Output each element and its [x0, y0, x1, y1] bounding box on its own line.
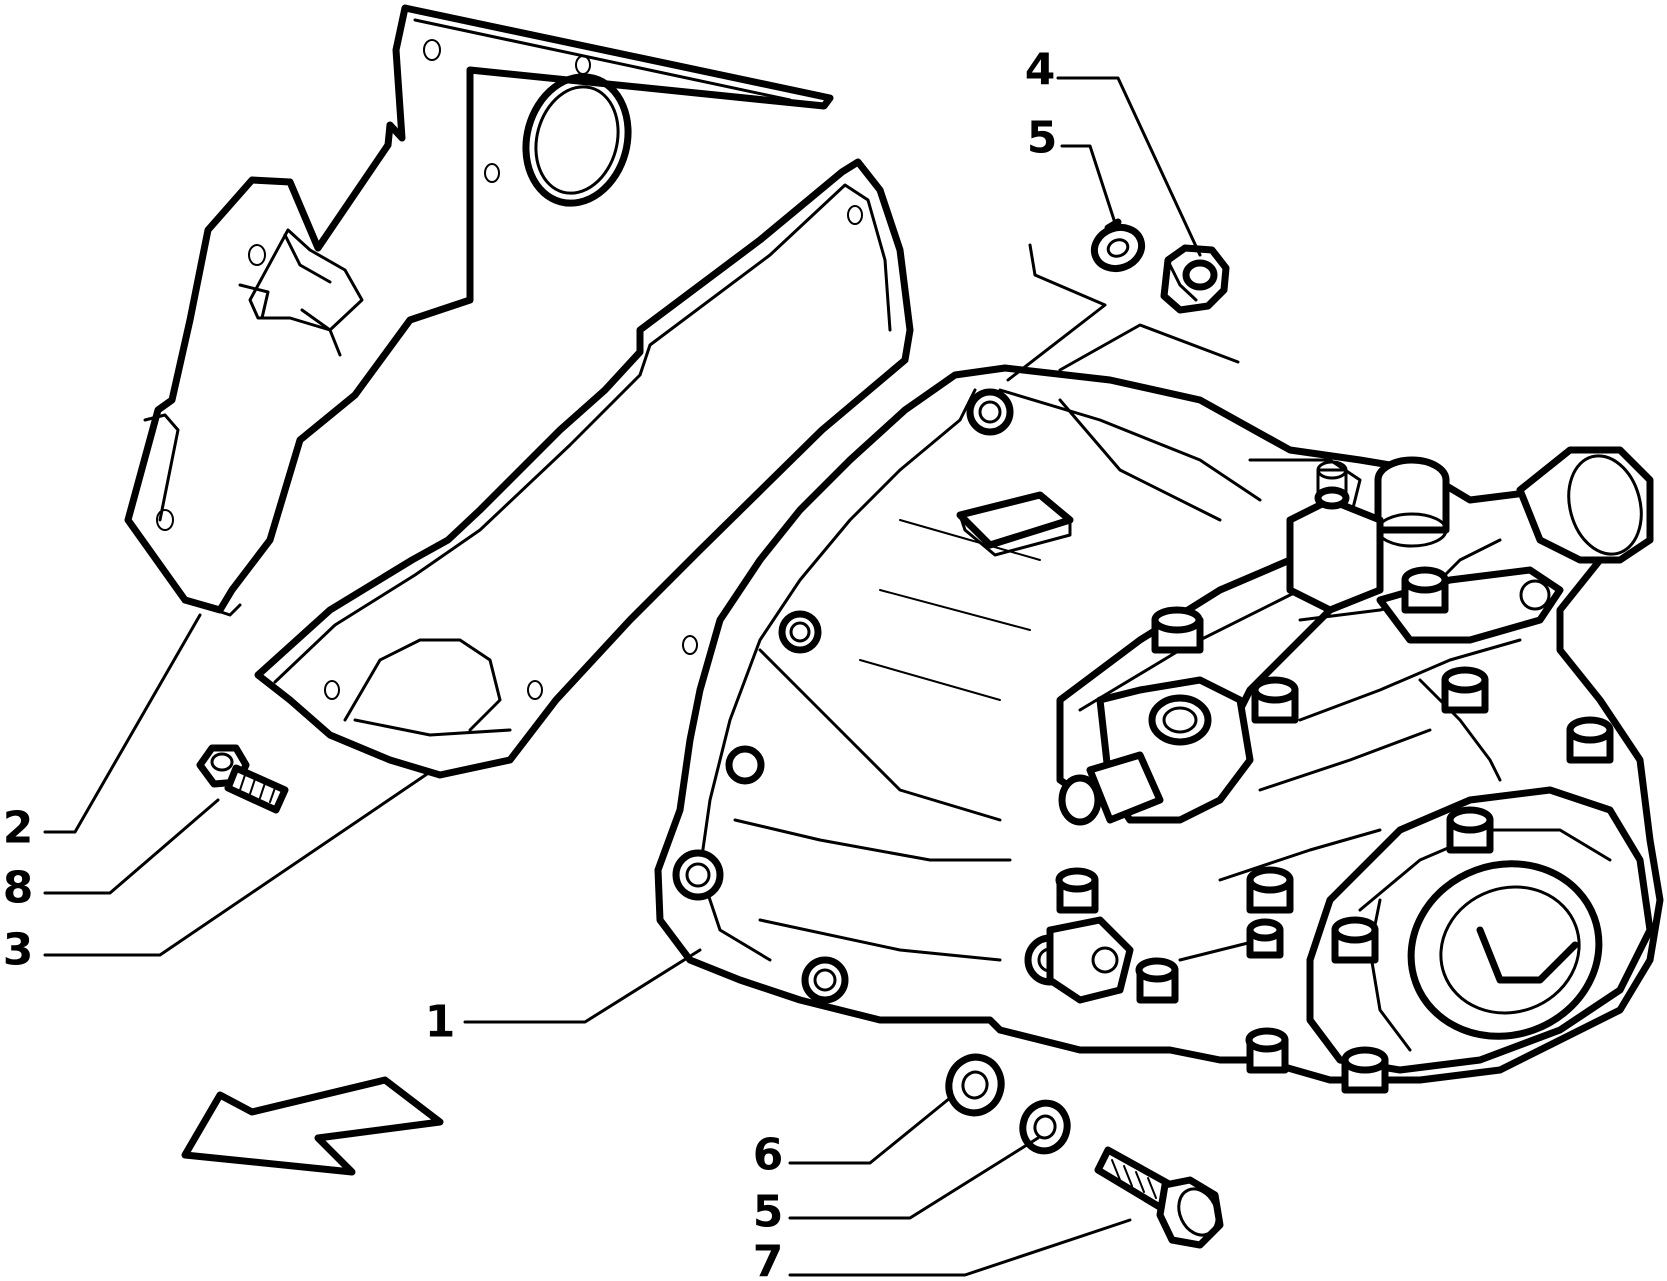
leader-1: [463, 948, 702, 1024]
callout-2: 2: [3, 803, 34, 854]
leader-2: [43, 613, 202, 834]
callout-labels: 1 2 3 4 5 5 6 7 8: [3, 45, 1058, 1281]
callout-5-bottom: 5: [753, 1187, 784, 1238]
flange-bolt-part-8: [196, 744, 289, 814]
callout-4: 4: [1025, 45, 1056, 96]
leader-5-top: [1060, 144, 1118, 228]
callout-6: 6: [753, 1130, 784, 1181]
alignment-line-right: [1058, 323, 1240, 372]
callout-3: 3: [3, 925, 34, 976]
leader-6: [788, 1096, 952, 1165]
alignment-line-left: [1006, 243, 1107, 382]
hex-bolt-part-7: [1094, 1146, 1224, 1249]
direction-arrow: [181, 1076, 444, 1176]
callout-7: 7: [753, 1237, 784, 1281]
gearbox-housing-part-1: [654, 364, 1664, 1094]
callout-5-top: 5: [1027, 113, 1058, 164]
callout-1: 1: [425, 997, 456, 1048]
leader-7: [788, 1218, 1132, 1277]
hex-nut-part-4: [1160, 244, 1230, 314]
lock-washer-part-5-top: [1090, 218, 1146, 273]
leader-lines: [43, 76, 1240, 1277]
flat-washer-part-6: [945, 1053, 1005, 1117]
leader-8: [43, 798, 220, 895]
shield-plate-part-2: [254, 158, 914, 779]
leader-3: [43, 770, 432, 957]
leader-4: [1056, 76, 1202, 257]
shield-plate-part-3: [124, 4, 834, 617]
leader-5-bottom: [788, 1136, 1040, 1220]
housing-bolts: [1055, 566, 1614, 1094]
callout-8: 8: [3, 863, 34, 914]
